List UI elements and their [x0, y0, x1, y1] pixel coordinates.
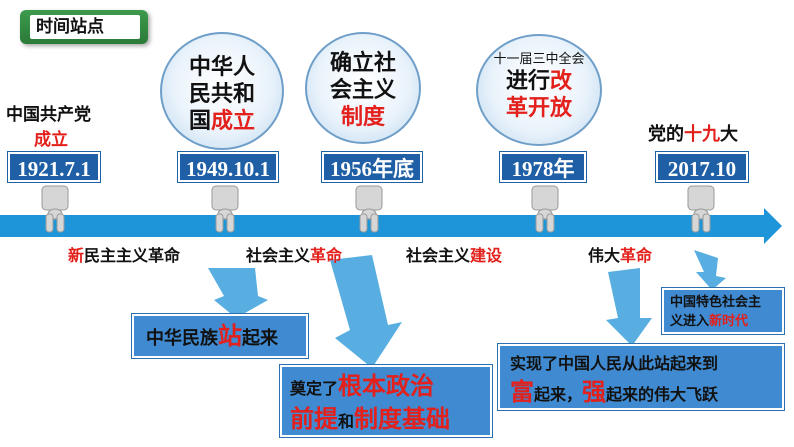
section-title: 时间站点 [30, 15, 140, 39]
result-box-2: 奠定了根本政治 前提和制度基础 [280, 365, 492, 437]
callout-arrow-3 [606, 268, 652, 346]
stage-label-3: 社会主义建设 [406, 246, 503, 265]
result-box-3: 实现了中国人民从此站起来到 富起来，强起来的伟大飞跃 [498, 344, 784, 410]
stage-label-1: 新民主主义革命 [68, 246, 181, 265]
bubble-1949: 中华人 民共和 国成立 [160, 32, 284, 150]
callout-arrow-2 [330, 255, 402, 368]
milestone-1-text: 中国共产党 成立 [6, 105, 91, 150]
result-box-4: 中国特色社会主 义进入新时代 [662, 288, 784, 334]
robot-figure [687, 185, 715, 233]
stage-label-2: 社会主义革命 [246, 246, 343, 265]
date-box-2017: 2017.10 [656, 152, 748, 182]
bubble-1956: 确立社 会主义 制度 [305, 32, 421, 144]
robot-figure [211, 185, 239, 233]
result-box-1: 中华民族站起来 [132, 314, 308, 358]
stage-label-4: 伟大革命 [588, 246, 653, 265]
date-box-1949: 1949.10.1 [178, 152, 278, 182]
date-box-1921: 1921.7.1 [8, 152, 100, 182]
milestone-5-text: 党的十九大 [648, 124, 738, 145]
callout-arrow-4 [694, 250, 726, 290]
timeline-arrowhead [764, 208, 782, 244]
robot-figure [41, 185, 69, 233]
robot-figure [355, 185, 383, 233]
bubble-1978: 十一届三中全会 进行改 革开放 [476, 34, 602, 146]
section-tag: 时间站点 [20, 10, 148, 44]
timeline-bar [0, 215, 768, 237]
date-box-1978: 1978年 [500, 152, 586, 182]
callout-arrow-1 [208, 268, 268, 318]
date-box-1956: 1956年底 [322, 152, 422, 182]
robot-figure [531, 185, 559, 233]
